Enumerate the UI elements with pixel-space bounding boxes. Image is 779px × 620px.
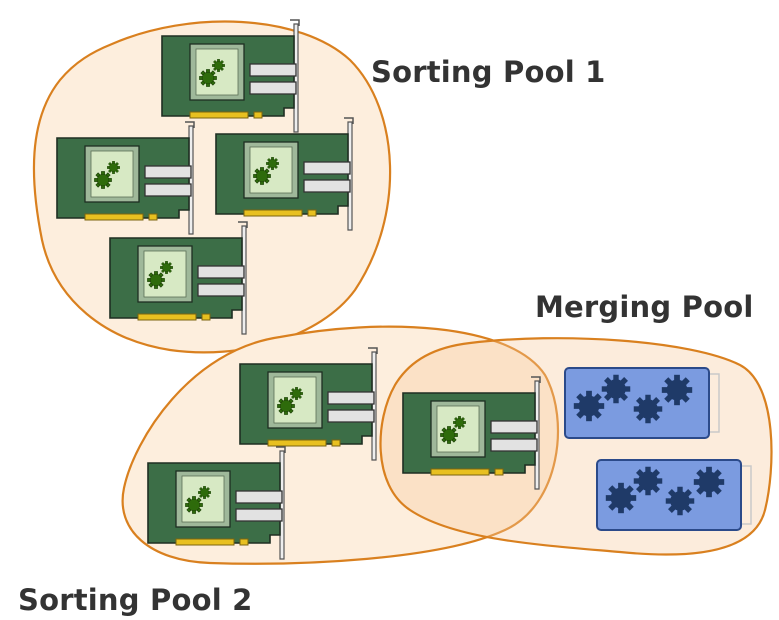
- fpga-card-icon: [565, 368, 719, 438]
- gpu-card-icon: [57, 122, 194, 234]
- gpu-card-icon: [162, 20, 299, 132]
- gpu-card-icon: [216, 118, 353, 230]
- sorting-pool-2-label: Sorting Pool 2: [18, 583, 253, 617]
- gpu-card-icon: [240, 348, 377, 460]
- gpu-card-icon: [148, 447, 285, 559]
- merging-pool-label: Merging Pool: [535, 290, 754, 324]
- gpu-card-icon: [403, 377, 540, 489]
- fpga-card-icon: [597, 460, 751, 530]
- sorting-pool-1-label: Sorting Pool 1: [371, 55, 606, 89]
- gpu-card-icon: [110, 222, 247, 334]
